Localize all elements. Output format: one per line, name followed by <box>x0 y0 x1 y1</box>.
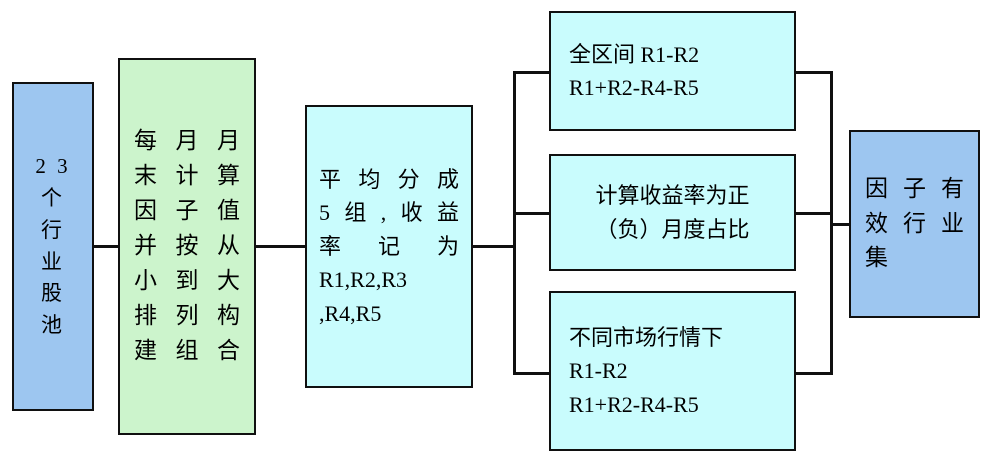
node-monthly-factor-ranking-line-2: 末计算 <box>134 163 240 189</box>
node-industry-stock-pool-line-4: 业 <box>41 249 65 274</box>
node-quintile-grouping-line-1: 平均分成 <box>319 166 459 192</box>
connector-positive-ratio-to-merge <box>796 212 833 215</box>
node-industry-stock-pool-line-5: 股 <box>41 281 65 306</box>
node-quintile-grouping-line-2: 5组,收益 <box>319 200 459 226</box>
node-positive-negative-month-ratio-line-2: （负）月度占比 <box>595 216 750 242</box>
connector-merge-to-result <box>830 223 851 226</box>
node-quintile-grouping-line-4: R1,R2,R3 <box>319 267 408 293</box>
node-industry-stock-pool[interactable]: 2 3 个 行 业 股 池 <box>12 82 94 411</box>
node-effective-factor-industry-set-line-3: 集 <box>865 245 888 271</box>
connector-branch-to-market-regime <box>513 372 550 375</box>
node-industry-stock-pool-line-3: 行 <box>41 217 65 242</box>
node-effective-factor-industry-set-line-2: 效行业 <box>865 210 964 236</box>
connector-rank-to-group <box>255 245 306 248</box>
node-market-regime-spread-line-1: 不同市场行情下 <box>569 324 724 350</box>
node-monthly-factor-ranking-line-3: 因子值 <box>134 198 240 224</box>
connector-branch-to-positive-ratio <box>513 212 550 215</box>
node-effective-factor-industry-set[interactable]: 因子有 效行业 集 <box>849 130 980 318</box>
node-full-period-spread[interactable]: 全区间 R1-R2 R1+R2-R4-R5 <box>549 11 796 131</box>
node-effective-factor-industry-set-line-1: 因子有 <box>865 175 964 201</box>
node-quintile-grouping[interactable]: 平均分成 5组,收益 率 记 为 R1,R2,R3 ,R4,R5 <box>305 105 473 388</box>
node-market-regime-spread-line-2: R1-R2 <box>569 358 628 384</box>
node-positive-negative-month-ratio[interactable]: 计算收益率为正 （负）月度占比 <box>549 154 796 271</box>
node-industry-stock-pool-line-2: 个 <box>41 185 65 210</box>
connector-group-stub <box>472 245 516 248</box>
node-industry-stock-pool-line-6: 池 <box>41 313 65 338</box>
node-industry-stock-pool-line-1: 2 3 <box>35 153 71 178</box>
node-monthly-factor-ranking-line-1: 每月月 <box>134 128 240 154</box>
connector-branch-to-full-period <box>513 71 550 74</box>
node-monthly-factor-ranking-line-5: 小到大 <box>134 267 240 293</box>
node-full-period-spread-line-2: R1+R2-R4-R5 <box>569 75 699 100</box>
node-monthly-factor-ranking[interactable]: 每月月 末计算 因子值 并按从 小到大 排列构 建组合 <box>118 58 256 435</box>
node-quintile-grouping-line-5: ,R4,R5 <box>319 300 382 326</box>
connector-full-period-to-merge <box>796 71 833 74</box>
node-monthly-factor-ranking-line-6: 排列构 <box>134 302 240 328</box>
connector-branch-spine <box>513 71 516 375</box>
node-market-regime-spread[interactable]: 不同市场行情下 R1-R2 R1+R2-R4-R5 <box>549 291 796 451</box>
node-monthly-factor-ranking-line-7: 建组合 <box>134 337 240 363</box>
node-positive-negative-month-ratio-line-1: 计算收益率为正 <box>595 183 750 209</box>
connector-market-regime-to-merge <box>796 372 833 375</box>
connector-pool-to-rank <box>94 245 119 248</box>
node-monthly-factor-ranking-line-4: 并按从 <box>134 233 240 259</box>
node-full-period-spread-line-1: 全区间 R1-R2 <box>569 41 700 67</box>
node-quintile-grouping-line-3: 率 记 为 <box>319 233 459 259</box>
node-market-regime-spread-line-3: R1+R2-R4-R5 <box>569 391 699 417</box>
